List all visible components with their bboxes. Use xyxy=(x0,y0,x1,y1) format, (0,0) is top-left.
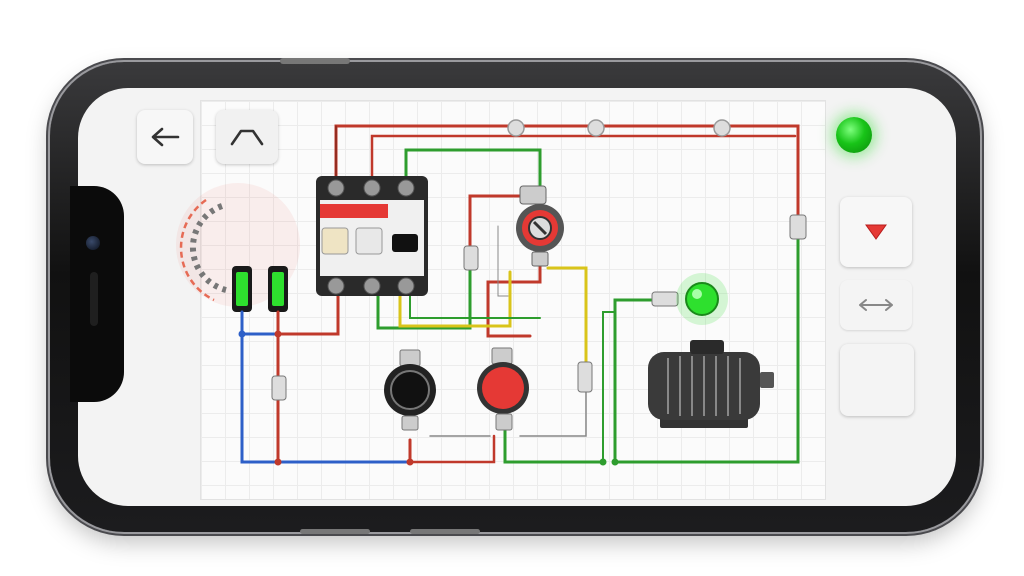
back-button[interactable] xyxy=(137,110,193,164)
double-arrow-horizontal-icon xyxy=(859,299,893,311)
contactor-coil[interactable] xyxy=(516,185,564,267)
volume-down-button xyxy=(410,529,480,534)
spring-terminals xyxy=(271,214,807,401)
flip-horizontal-button[interactable] xyxy=(840,280,912,330)
circuit-canvas[interactable] xyxy=(200,100,826,500)
front-camera xyxy=(86,236,100,250)
volume-up-button xyxy=(280,58,350,64)
start-button[interactable] xyxy=(384,349,436,431)
circuit-breaker[interactable] xyxy=(316,176,428,296)
power-button xyxy=(300,529,370,534)
triangle-down-icon xyxy=(865,224,887,240)
wire-tool-button[interactable] xyxy=(216,110,278,164)
empty-tool-slot[interactable] xyxy=(840,344,914,416)
output-indicator-pair xyxy=(232,266,288,312)
wire-anchor-points[interactable] xyxy=(507,119,731,137)
motor[interactable] xyxy=(648,340,774,428)
power-status-light xyxy=(836,117,872,153)
stop-button[interactable] xyxy=(477,347,529,431)
arrow-left-icon xyxy=(151,127,180,147)
wire-bend-icon xyxy=(230,129,264,146)
junction-nodes xyxy=(238,330,619,466)
indicator-lamp xyxy=(676,273,728,325)
earpiece-speaker xyxy=(90,272,98,326)
component-dropdown-button[interactable] xyxy=(840,197,912,267)
